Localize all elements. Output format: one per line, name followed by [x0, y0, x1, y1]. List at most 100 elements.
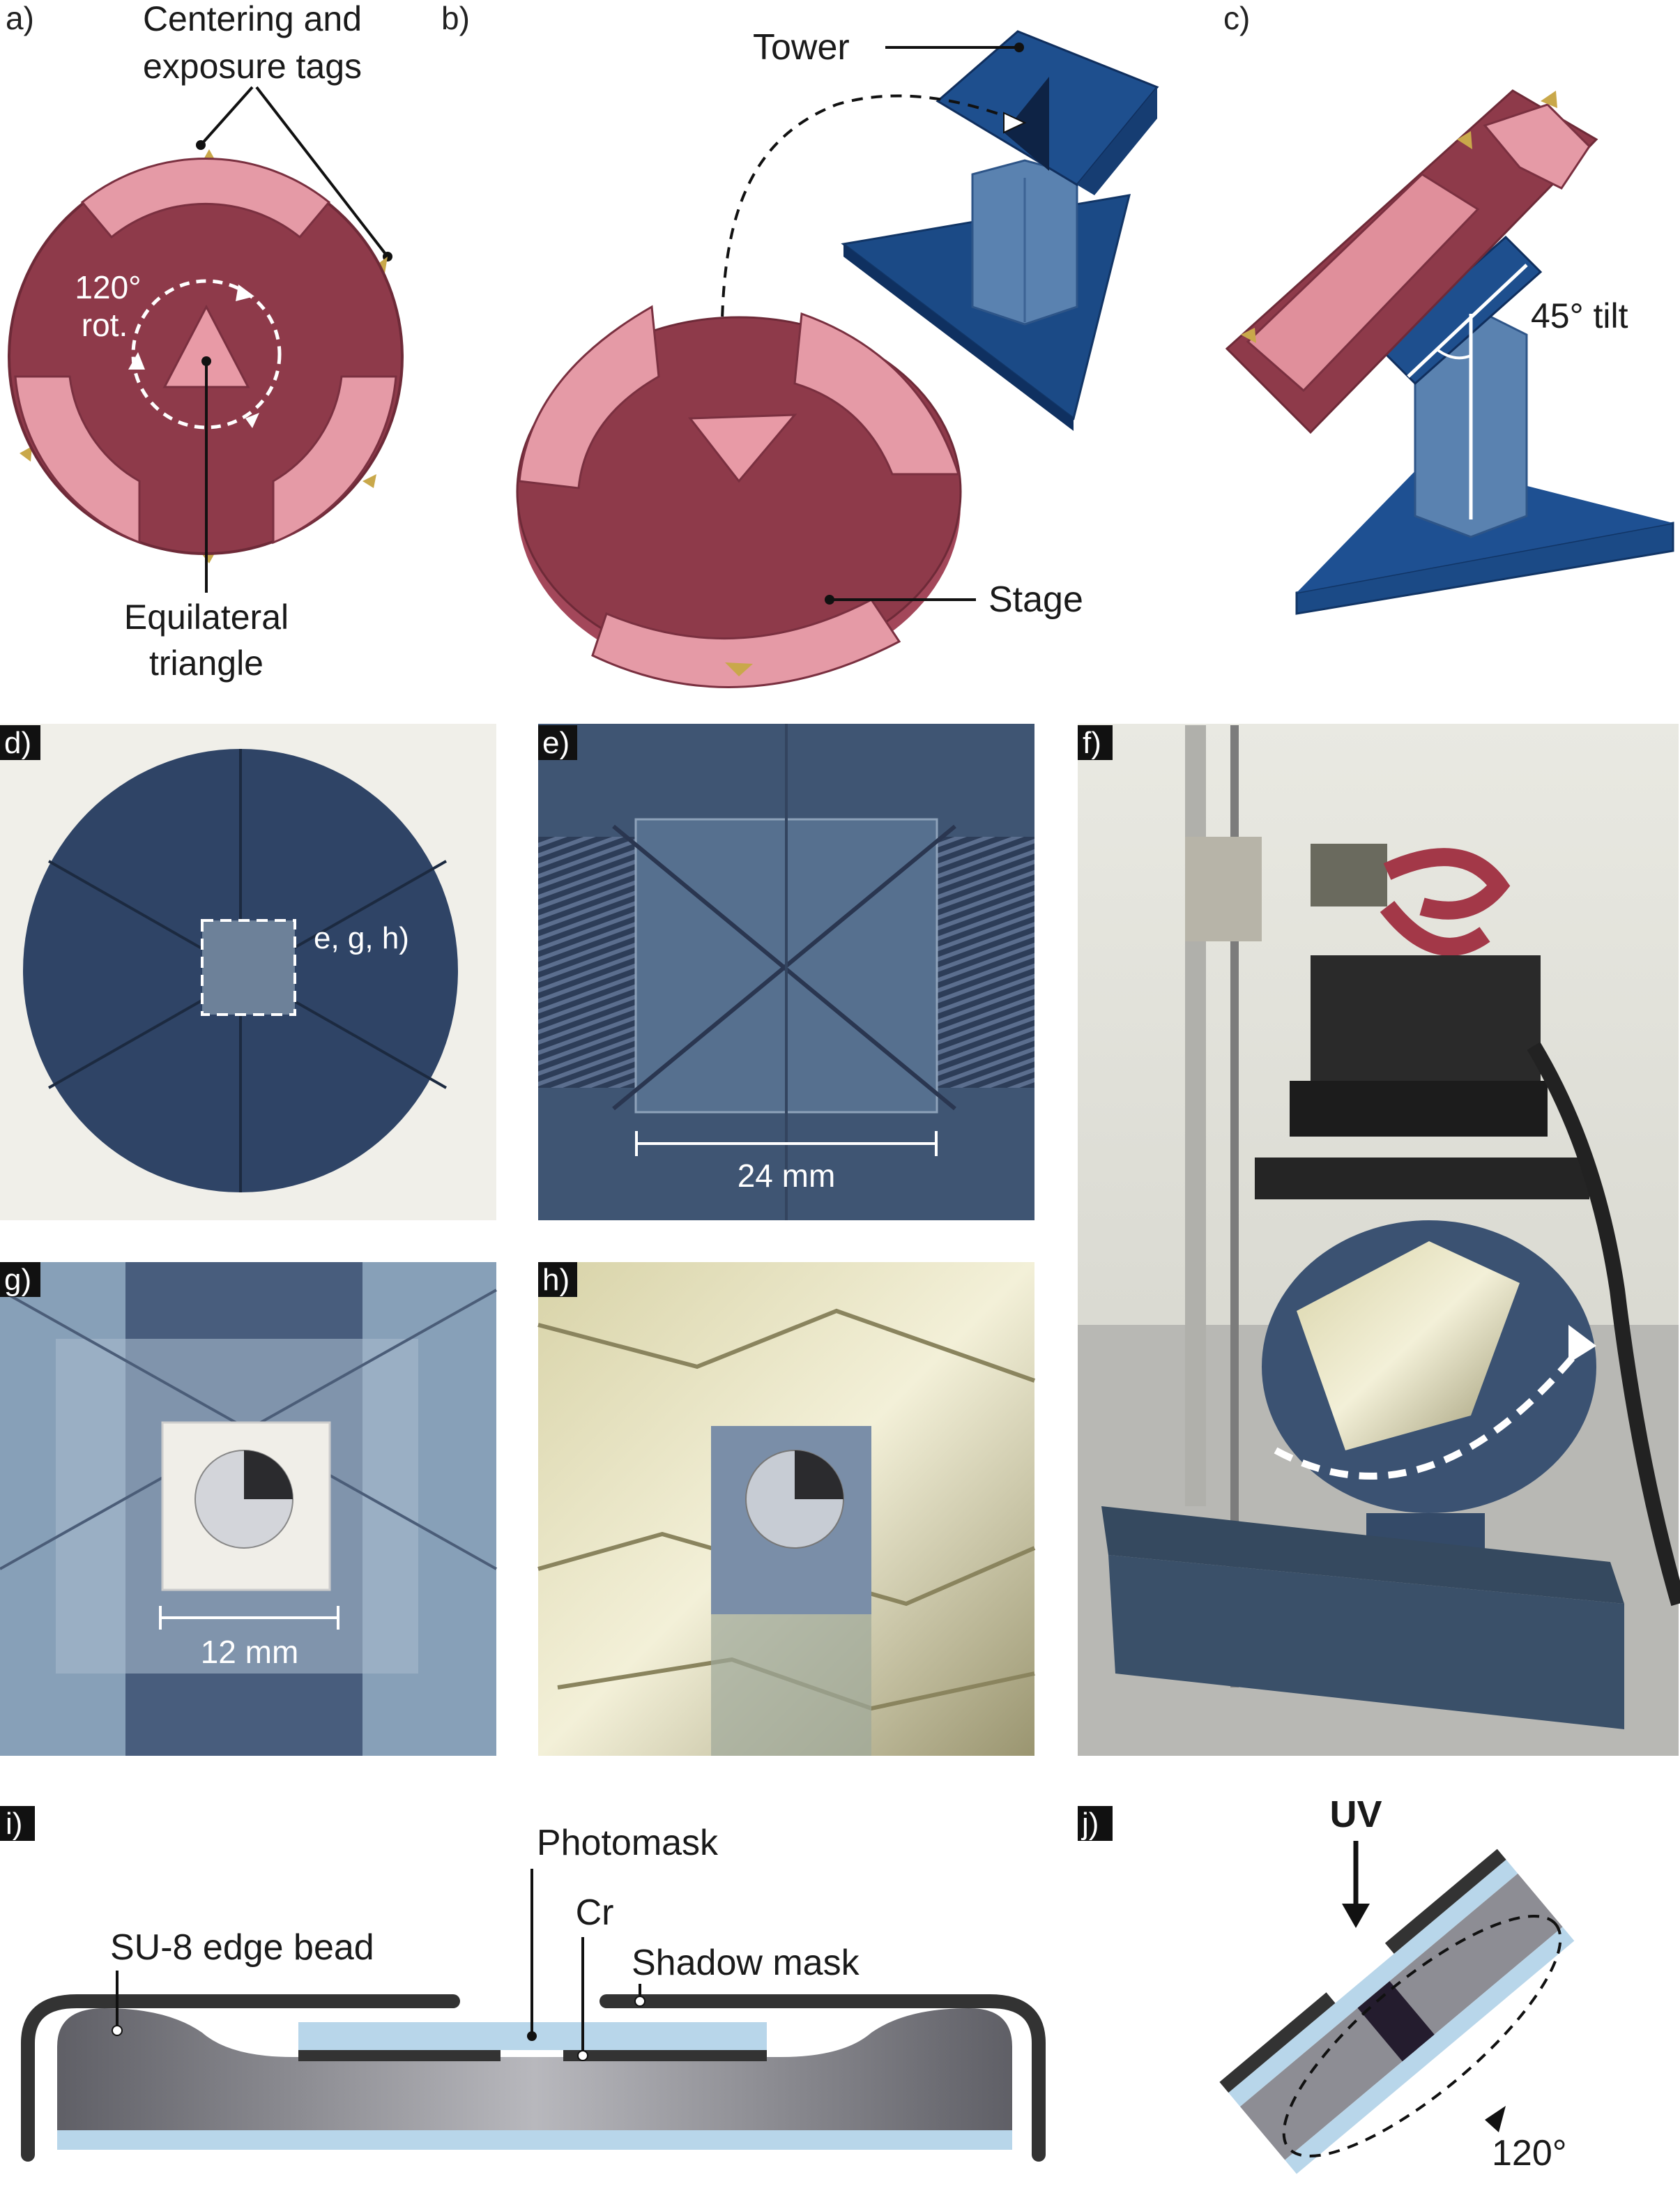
stage-segment-top	[80, 158, 331, 239]
panel-h: h)	[537, 1262, 1036, 1756]
stage-c-tag-1	[1541, 91, 1557, 108]
tags-leader-left	[199, 86, 254, 146]
substrate-glass	[57, 2130, 1012, 2150]
rotation-label-line2: rot.	[82, 307, 128, 343]
stage-dot	[825, 595, 834, 605]
photo-e-stripes-right	[937, 837, 1034, 1088]
tower-base-edge	[843, 244, 1074, 431]
su8-layer	[57, 2008, 1012, 2130]
rotation-path-f	[1274, 1343, 1585, 1480]
tag-left	[20, 446, 32, 462]
panel-i: i) Photomask Cr SU-8 edge bead Shadow ma…	[0, 1806, 1046, 2162]
panel-label-i: i)	[6, 1807, 22, 1841]
scale-label-g: 12 mm	[201, 1634, 299, 1670]
foil-crease-1	[537, 1308, 1035, 1383]
edge-bead-label: SU-8 edge bead	[110, 1927, 374, 1968]
panel-label-i-bg	[0, 1806, 35, 1841]
stage-b-tag	[725, 662, 753, 676]
cr-dot	[577, 2050, 588, 2061]
stack-exposed	[1357, 1981, 1435, 2062]
panel-label-f: f)	[1083, 726, 1101, 760]
panel-label-g: g)	[4, 1263, 31, 1297]
uv-label: UV	[1329, 1793, 1382, 1835]
photo-e-stripes-left	[538, 837, 636, 1088]
stack-photomask	[1228, 1859, 1518, 2107]
scale-label-e: 24 mm	[738, 1158, 836, 1194]
panel-c: c) 45° tilt	[1223, 0, 1674, 615]
panel-d: e, g, h) d)	[0, 724, 496, 1220]
panel-label-f-bg	[1078, 725, 1113, 760]
rotation-arrow-1	[236, 284, 254, 301]
rotation-arrow-2	[128, 352, 145, 370]
panel-label-b: b)	[441, 0, 470, 36]
tower-head-hole	[1004, 77, 1049, 171]
shadow-mask-left	[21, 1994, 460, 2162]
rotation-circle	[131, 279, 282, 430]
stand-clamp	[1185, 837, 1262, 941]
panel-label-h-bg	[538, 1262, 577, 1297]
region-label: e, g, h)	[314, 921, 409, 955]
panel-f: f)	[1078, 724, 1680, 1756]
stage-c-segment-top	[1483, 103, 1591, 190]
uv-arrow-head	[1342, 1904, 1370, 1928]
rotation-label-line1: 120°	[75, 269, 141, 305]
panel-label-e: e)	[542, 726, 570, 760]
tags-dot-left	[196, 140, 206, 150]
tower-head-side	[1077, 87, 1157, 195]
stack-shadow-right	[1384, 1849, 1506, 1954]
tags-leader-right	[255, 86, 389, 258]
tags-label-line1: Centering and	[143, 0, 362, 38]
equilateral-triangle-b	[688, 413, 797, 483]
stage-b-segment-left	[518, 305, 660, 490]
panel-label-d: d)	[4, 726, 31, 760]
shadow-mask-label: Shadow mask	[632, 1943, 860, 1983]
stage-d-window	[202, 920, 295, 1015]
panel-j: j) UV 120°	[1078, 1793, 1575, 2174]
cr-label: Cr	[576, 1892, 614, 1933]
cr-layer-right	[563, 2050, 767, 2061]
tilt-arc	[1435, 347, 1472, 360]
panel-b: b) Tower Stage	[441, 0, 1159, 688]
panel-label-c: c)	[1223, 0, 1250, 36]
cr-layer-left	[298, 2050, 501, 2061]
panel-g: 12 mm g)	[0, 1262, 497, 1756]
tilt-label: 45° tilt	[1531, 296, 1628, 335]
photomask-label: Photomask	[537, 1823, 719, 1863]
panel-label-g-bg	[0, 1262, 40, 1297]
rotation-label-j: 120°	[1492, 2133, 1567, 2173]
shadow-mask-right	[600, 1994, 1046, 2162]
photomask-dot	[527, 2031, 537, 2041]
stand-base-front	[1108, 1555, 1624, 1729]
stage-segment-right	[272, 375, 397, 545]
panel-label-j: j)	[1080, 1807, 1099, 1841]
panel-label-h: h)	[542, 1263, 570, 1297]
uv-lamp-cable	[1527, 1042, 1680, 1607]
foil-sheet	[1297, 1241, 1520, 1450]
stack-substrate	[1285, 1927, 1575, 2174]
tags-label-line2: exposure tags	[143, 47, 362, 86]
tilted-stack	[1219, 1849, 1575, 2174]
stand-rod	[1230, 725, 1239, 1687]
stage-c-segment	[1246, 173, 1480, 393]
tower-label: Tower	[753, 27, 850, 68]
uv-lamp-front	[1255, 1158, 1589, 1199]
tilt-incline	[1407, 264, 1528, 378]
triangle-label-line1: Equilateral	[124, 598, 289, 637]
tag-right	[376, 257, 388, 273]
uv-lamp-housing	[1311, 955, 1541, 1081]
panel-label-e-bg	[538, 725, 577, 760]
photo-e-cross-b	[612, 824, 956, 1111]
rotation-arrow-j	[1485, 2106, 1506, 2132]
stage-b-segment-bottom	[591, 598, 901, 688]
shadow-mask-dot	[634, 1996, 646, 2007]
triangle-label-line2: triangle	[149, 644, 264, 683]
tower-dot	[1014, 43, 1024, 52]
clamp-jaw-lower	[1380, 900, 1490, 956]
stage-b-segment-right	[793, 312, 961, 476]
photomask-quadrant	[244, 1450, 293, 1499]
stack-shadow-left	[1219, 1992, 1336, 2093]
panel-e: 24 mm e)	[538, 724, 1034, 1220]
photo-h-strip	[711, 1614, 871, 1756]
clamp-jaw-upper	[1383, 848, 1511, 920]
